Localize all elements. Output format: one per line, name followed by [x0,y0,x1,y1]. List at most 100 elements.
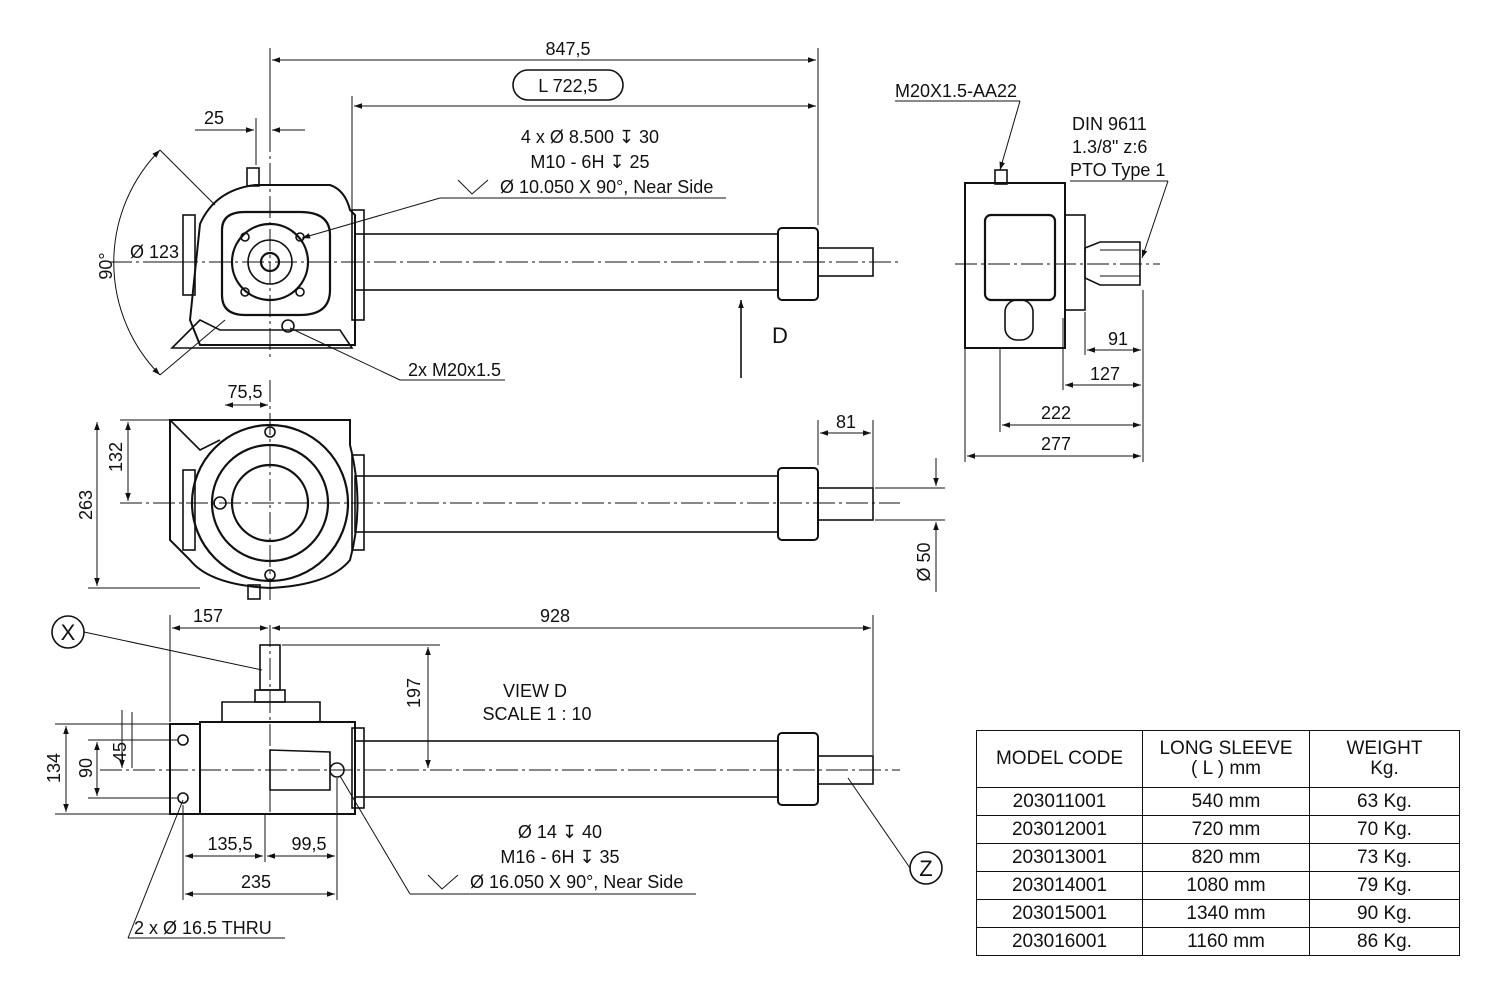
dim-277-label: 277 [1041,434,1071,454]
cell-model-code: 203015001 [976,899,1143,928]
bottom-view: X 157 928 197 VIEW D SCALE 1 : 10 134 90… [44,606,943,939]
front-foot [169,419,221,451]
dim-90-label: 90 [76,758,96,778]
dim-235-label: 235 [241,872,271,892]
view-d-arrow-label: D [772,323,788,348]
pto-leader [1141,180,1169,259]
dim-157-label: 157 [193,606,223,626]
cell-weight: 79 Kg. [1309,871,1460,900]
top-inner-cover [220,210,332,317]
holes-bottom-line-1: Ø 14 ↧ 40 [518,822,602,842]
top-fill-plug [246,167,260,187]
angle-90-arc [113,149,161,376]
front-output-shaft [817,487,874,521]
fill-plug-leader [999,100,1021,171]
dim-99-5-label: 99,5 [291,834,326,854]
cell-model-code: 203013001 [976,843,1143,872]
cell-model-code: 203014001 [976,871,1143,900]
bottom-flange-left [169,723,201,815]
header-weight-unit: Kg. [1370,758,1399,779]
cell-weight: 90 Kg. [1309,899,1460,928]
front-sleeve-collar [777,467,819,541]
dim-847-5-label: 847,5 [545,39,590,59]
view-scale: SCALE 1 : 10 [482,704,591,724]
drain-plug-label: 2x M20x1.5 [408,360,501,380]
holes-top-leader [301,197,441,239]
countersink-symbol-top [457,179,489,195]
top-right-flange [351,209,365,321]
cell-sleeve-length: 1340 mm [1142,899,1310,928]
dim-928-label: 928 [540,606,570,626]
dim-127-label: 127 [1090,364,1120,384]
cell-model-code: 203011001 [976,787,1143,816]
bottom-sleeve-collar [777,732,819,806]
dim-25-label: 25 [204,108,224,128]
cell-sleeve-length: 1080 mm [1142,871,1310,900]
cell-sleeve-length: 820 mm [1142,843,1310,872]
dim-45-label: 45 [110,742,130,762]
angle-leg-2 [159,319,226,376]
cell-sleeve-length: 1160 mm [1142,927,1310,956]
side-view: M20X1.5-AA22 DIN 9611 1.3/8" z:6 PTO Typ… [895,81,1169,462]
holes-top-line-3: Ø 10.050 X 90°, Near Side [500,177,713,197]
marker-x-leader [83,631,263,671]
side-fill-plug [994,169,1008,185]
front-sleeve-tube [354,475,781,533]
marker-z-circle [909,851,943,885]
dim-263-label: 263 [76,490,96,520]
bottom-sleeve-tube [354,740,781,798]
front-left-flange [182,469,196,551]
holes-top-line-2: M10 - 6H ↧ 25 [530,152,649,172]
thru-holes-label: 2 x Ø 16.5 THRU [134,918,272,938]
dim-222-label: 222 [1041,403,1071,423]
dim-135-5-label: 135,5 [207,834,252,854]
fill-plug-label: M20X1.5-AA22 [895,81,1017,101]
marker-z-leader [847,777,911,869]
cell-model-code: 203012001 [976,815,1143,844]
dim-50-label: Ø 50 [914,542,934,581]
view-title: VIEW D [503,681,567,701]
header-model-code-label: MODEL CODE [995,748,1124,769]
top-hole-4 [295,287,305,297]
holes-top-line-1: 4 x Ø 8.500 ↧ 30 [521,127,659,147]
front-bottom-plug [247,584,261,600]
dim-197-label: 197 [404,678,424,708]
pto-shaft [1084,241,1141,286]
cell-sleeve-length: 540 mm [1142,787,1310,816]
top-hole-3 [240,287,250,297]
top-sleeve-collar [777,227,819,301]
marker-x-label: X [61,620,76,645]
countersink-symbol-bottom [427,874,459,890]
holes-bottom-line-3: Ø 16.050 X 90°, Near Side [470,872,683,892]
header-long-sleeve-unit: ( L ) mm [1190,758,1261,779]
holes-bottom-line-2: M16 - 6H ↧ 35 [500,847,619,867]
thru-holes-leader [127,799,184,939]
marker-z-label: Z [919,856,932,881]
header-model-code: MODEL CODE [976,730,1143,788]
header-long-sleeve-label: LONG SLEEVE [1159,738,1293,759]
bottom-right-flange [351,727,365,809]
header-weight-label: WEIGHT [1346,738,1423,759]
top-hole-1 [240,232,250,242]
cell-weight: 70 Kg. [1309,815,1460,844]
side-flange [1064,214,1086,311]
side-boss [1004,299,1034,341]
top-housing-base [170,319,354,349]
angle-leg-1 [159,149,216,206]
bottom-housing [199,721,356,815]
bottom-top-cap [221,701,321,722]
sleeve-length-box [512,69,624,101]
angle-90-label: 90° [96,252,116,279]
top-view: 90° Ø 123 847,5 L 722,5 25 4 x Ø 8.500 ↧… [96,39,900,381]
pto-label-2: 1.3/8" z:6 [1072,137,1147,157]
cell-sleeve-length: 720 mm [1142,815,1310,844]
side-housing [964,182,1066,349]
header-long-sleeve: LONG SLEEVE( L ) mm [1142,730,1310,788]
